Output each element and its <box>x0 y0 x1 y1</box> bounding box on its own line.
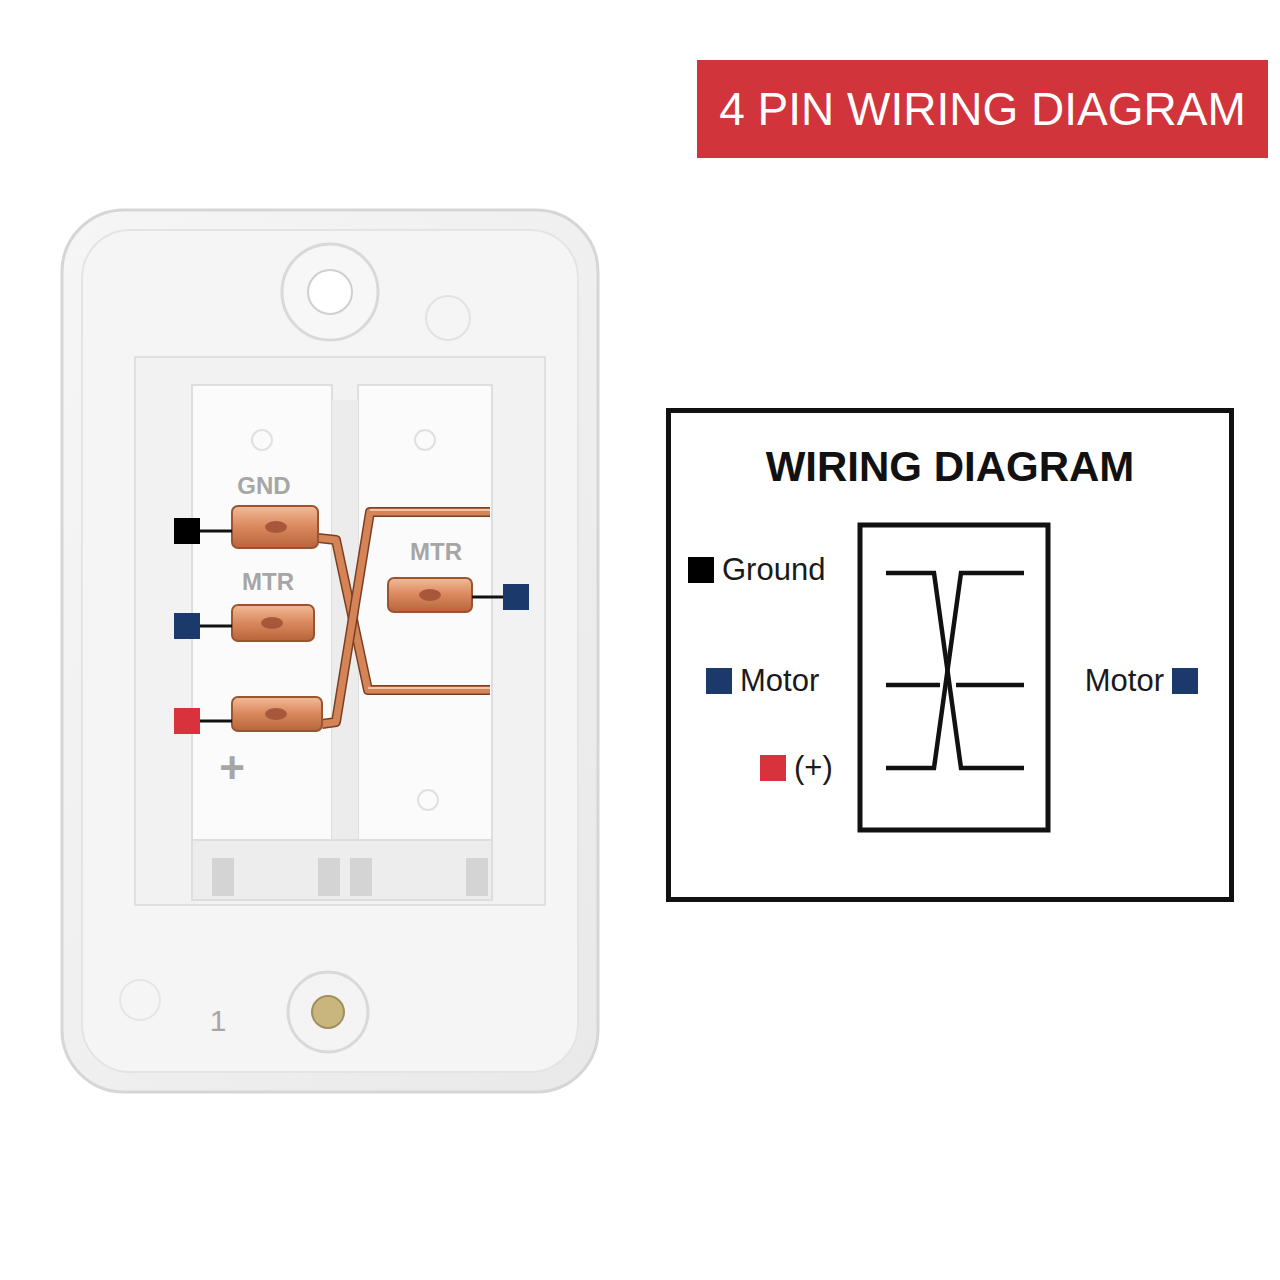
panel-heading: WIRING DIAGRAM <box>671 442 1229 492</box>
switch-symbol-box <box>860 525 1048 830</box>
terminal-tab <box>232 697 322 731</box>
clip <box>350 858 372 896</box>
marker-leader <box>472 596 503 599</box>
legend-label: Motor <box>740 663 819 699</box>
terminal-tab <box>388 578 472 612</box>
diagram-panel: WIRING DIAGRAM <box>666 408 1234 902</box>
switch-contact-line <box>956 683 1024 688</box>
motor-marker <box>503 584 529 610</box>
embossed-label: MTR <box>242 569 294 595</box>
clip <box>318 858 340 896</box>
cert-mark <box>426 296 470 340</box>
embossed-label: MTR <box>410 539 462 565</box>
screw-hole <box>308 270 352 314</box>
mold-dot <box>120 980 160 1020</box>
rocker-right <box>358 385 492 840</box>
clip <box>466 858 488 896</box>
marker-leader <box>200 530 232 533</box>
plate-lip <box>82 230 578 1072</box>
switch-contact-line <box>886 573 1024 768</box>
terminal-tab <box>232 506 318 548</box>
title-text: 4 PIN WIRING DIAGRAM <box>719 60 1245 158</box>
legend-swatch <box>1172 668 1198 694</box>
terminal-hole <box>261 617 283 629</box>
legend-swatch <box>688 557 714 583</box>
brass-screw <box>312 996 344 1028</box>
motor-marker <box>174 613 200 639</box>
legend-swatch <box>760 755 786 781</box>
switch-contact-line <box>886 573 1024 768</box>
screw-boss <box>282 244 378 340</box>
polarity-mark: + <box>219 744 245 792</box>
jumper-bar-edge <box>322 512 490 724</box>
switch-contact-line <box>886 683 940 688</box>
ground-marker <box>174 518 200 544</box>
legend-label: Ground <box>722 552 825 588</box>
terminal-hole <box>265 521 287 533</box>
positive-marker <box>174 708 200 734</box>
screw-boss <box>288 972 368 1052</box>
position-number: 1 <box>210 1004 227 1037</box>
rocker-left <box>192 385 332 840</box>
switch-base <box>135 357 545 905</box>
bar-highlight <box>370 509 490 511</box>
title-banner: 4 PIN WIRING DIAGRAM <box>697 60 1268 158</box>
terminal-hole <box>265 708 287 720</box>
terminal-tab <box>232 605 314 641</box>
mold-dot <box>252 430 272 450</box>
legend-label: (+) <box>794 750 833 786</box>
terminal-hole <box>419 589 441 601</box>
bar-highlight <box>368 687 490 689</box>
embossed-label: GND <box>237 473 290 499</box>
marker-leader <box>200 625 232 628</box>
cover-plate <box>62 210 598 1092</box>
mold-dot <box>415 430 435 450</box>
legend-swatch <box>706 668 732 694</box>
legend-label: Motor <box>1085 663 1164 699</box>
jumper-bar <box>322 512 490 724</box>
marker-leader <box>200 720 232 723</box>
clip <box>212 858 234 896</box>
mold-dot <box>418 790 438 810</box>
clip-row <box>192 840 492 900</box>
